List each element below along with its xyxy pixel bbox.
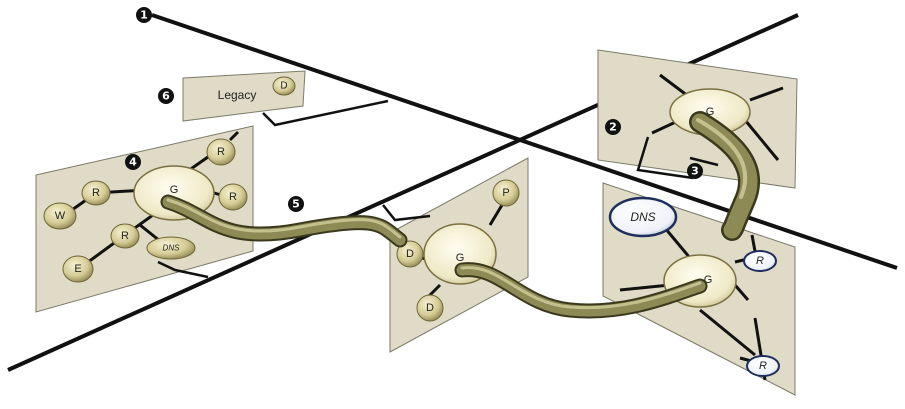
marker-6-label: 6 [162, 90, 170, 103]
left-node-r4 [110, 223, 140, 249]
bottom-right-node-label-r1: R [756, 255, 764, 267]
connector-top-right-2 [689, 156, 719, 167]
marker-2-label: 2 [609, 121, 617, 134]
center-node-label-d2: D [426, 302, 434, 314]
center-node-d1 [396, 240, 424, 268]
marker-1: 1 [136, 7, 152, 23]
left-node-label-e: E [74, 263, 81, 275]
center-node-d2 [416, 294, 444, 322]
bottom-right-node-r1 [743, 250, 777, 272]
legacy-node-d [272, 76, 296, 96]
left-node-label-dns: DNS [163, 244, 181, 253]
dns-node-bottom-right [608, 196, 678, 238]
marker-2: 2 [605, 119, 621, 135]
connector-center [382, 204, 431, 222]
left-node-dns [146, 236, 196, 260]
left-node-e [62, 255, 94, 283]
marker-3: 3 [687, 163, 703, 179]
gateway-label-bottom-right: G [704, 274, 713, 286]
legacy-node-label: D [280, 81, 287, 92]
connector-legacy [262, 99, 389, 127]
tunnel-left-to-center [160, 194, 408, 248]
marker-4-label: 4 [129, 156, 137, 169]
bottom-right-node-r2 [746, 355, 780, 377]
marker-3-label: 3 [691, 165, 699, 178]
marker-4: 4 [125, 154, 141, 170]
left-node-label-r2: R [217, 146, 225, 158]
legacy-title: Legacy [218, 88, 257, 102]
backbone-line-1 [151, 13, 898, 270]
marker-5: 5 [288, 196, 304, 212]
center-node-label-d1: D [406, 248, 414, 260]
marker-1-label: 1 [140, 9, 148, 22]
tunnel-top-right-to-bottom-right [689, 111, 760, 241]
left-node-r2 [206, 138, 236, 166]
gateway-label-left: G [170, 184, 179, 196]
center-node-p [492, 179, 520, 207]
tunnel-center-to-bottom-right [454, 262, 708, 319]
left-node-label-r4: R [121, 230, 129, 242]
connector-top-right-1 [636, 136, 694, 180]
left-node-label-r3: R [229, 191, 237, 203]
gateway-label-center: G [456, 252, 465, 264]
left-node-w [43, 202, 77, 230]
left-node-r1 [81, 180, 111, 206]
connector-left [157, 260, 209, 279]
left-node-label-w: W [55, 210, 66, 222]
dns-label-bottom-right: DNS [630, 210, 655, 224]
center-node-label-p: P [502, 187, 509, 199]
bottom-right-node-label-r2: R [759, 360, 767, 372]
left-node-label-r1: R [92, 187, 100, 199]
marker-6: 6 [158, 88, 174, 104]
left-node-r3 [218, 183, 248, 211]
gateway-label-top-right: G [706, 106, 715, 118]
marker-5-label: 5 [292, 198, 300, 211]
